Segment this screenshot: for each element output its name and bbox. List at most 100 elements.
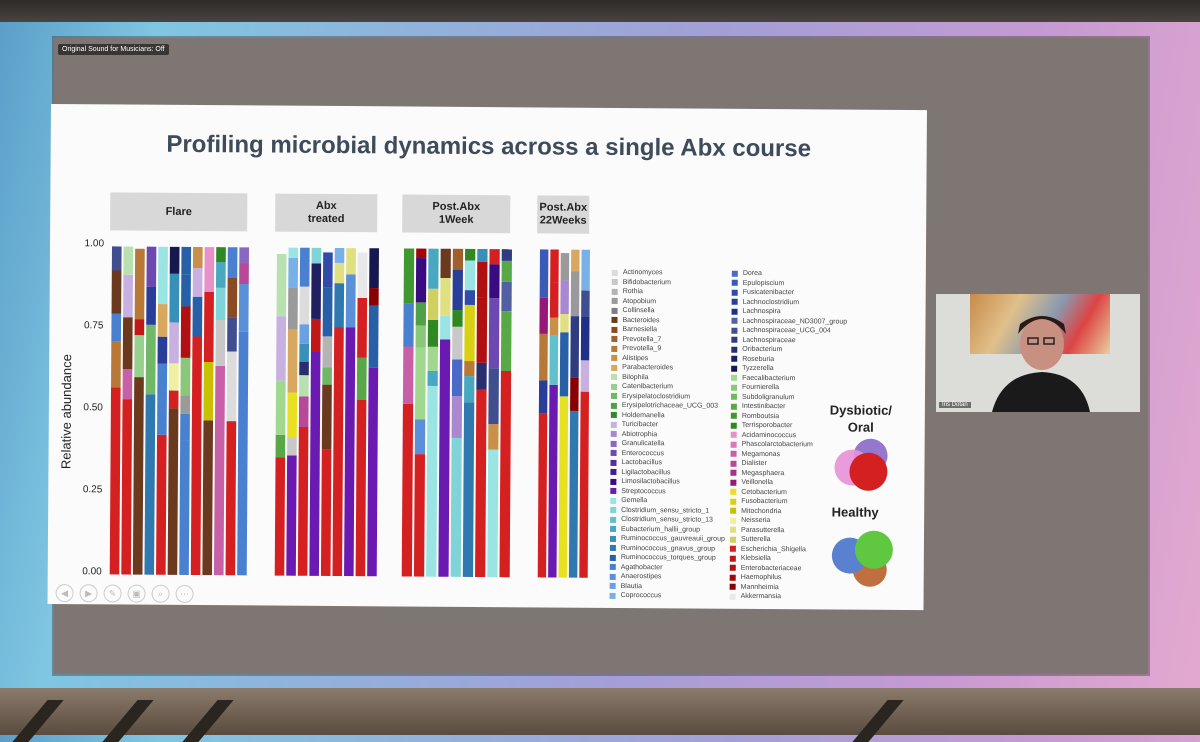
legend-label: Atopobium [622, 297, 657, 305]
legend-label: Klebsiella [740, 555, 771, 563]
more-icon[interactable]: ⋯ [175, 584, 194, 604]
bar-segment [413, 454, 426, 577]
bar-segment [146, 286, 157, 325]
bar-segment [476, 261, 488, 298]
healthy-label: Healthy [831, 504, 879, 520]
bar-segment [288, 247, 299, 258]
bar-segment [123, 246, 134, 275]
legend-label: Lachnospiraceae_ND3007_group [742, 317, 848, 326]
legend-label: Dialister [741, 460, 767, 468]
next-icon[interactable]: ▶ [79, 584, 98, 603]
bar-segment [571, 249, 580, 272]
bar-segment [181, 274, 191, 307]
legend-swatch [609, 592, 616, 599]
legend-label: Ruminococcus_torques_group [620, 554, 716, 562]
bar-segment [239, 247, 250, 264]
bar-segment [428, 248, 439, 289]
bar-segment [560, 314, 569, 333]
room-floor [0, 688, 1200, 735]
legend-swatch [730, 460, 737, 467]
bar-segment [111, 313, 122, 342]
legend-label: Mitochondria [741, 507, 782, 515]
legend-swatch [610, 497, 617, 504]
legend-swatch [610, 450, 617, 457]
bar-segment [322, 336, 333, 368]
bar-segment [322, 367, 332, 385]
bar-segment [581, 249, 590, 291]
legend-label: Lachnospiraceae_UCG_004 [742, 327, 831, 335]
legend-label: Blautia [620, 582, 643, 590]
bar-segment [452, 326, 463, 360]
legend-swatch [730, 517, 737, 524]
legend-label: Sutterella [740, 536, 771, 544]
bar-segment [415, 347, 426, 420]
legend-swatch [731, 365, 738, 372]
bar-segment [580, 360, 590, 392]
bar-segment [311, 263, 322, 319]
legend-swatch [611, 336, 618, 343]
bar-segment [570, 377, 579, 411]
participant-name: Iris Dotan [939, 402, 971, 408]
legend-swatch [729, 536, 736, 543]
legend-label: Agathobacter [620, 563, 663, 572]
legend-label: Roseburia [742, 355, 775, 363]
viewer-controls[interactable]: ◀ ▶ ✎ ▣ ⌕ ⋯ [55, 584, 194, 604]
bar-segment [132, 377, 144, 575]
legend-swatch [611, 383, 618, 390]
bar-segment [121, 399, 133, 575]
legend-swatch [731, 384, 738, 391]
bar-segment [403, 303, 414, 347]
prev-icon[interactable]: ◀ [55, 584, 74, 603]
bar-segment [203, 361, 214, 421]
bar-segment [169, 322, 179, 364]
zoom-icon[interactable]: ⌕ [151, 584, 170, 603]
legend-swatch [610, 402, 617, 409]
legend-swatch [611, 279, 618, 286]
bar-segment [181, 246, 192, 275]
bar-segment [464, 376, 475, 403]
legend-swatch [730, 470, 737, 477]
legend-label: Lachnospiraceae [742, 336, 796, 344]
bar-segment [134, 335, 145, 378]
bar-segment [168, 363, 179, 391]
bar-segment [548, 384, 558, 578]
pen-icon[interactable]: ✎ [103, 584, 122, 603]
save-icon[interactable]: ▣ [127, 584, 146, 603]
legend-swatch [730, 403, 737, 410]
legend-swatch [731, 337, 738, 344]
legend-swatch [610, 526, 617, 533]
bar-segment [275, 434, 286, 458]
bar-segment [501, 249, 512, 261]
legend-swatch [611, 269, 618, 276]
bar-segment [190, 336, 203, 576]
legend-label: Mannheimia [740, 583, 779, 591]
legend-label: Parasutterella [741, 526, 785, 534]
legend-swatch [609, 545, 616, 552]
bar-segment [203, 291, 214, 363]
bar-segment [111, 246, 122, 271]
stacked-bar-chart [109, 246, 590, 578]
bar-segment [134, 319, 145, 336]
bar-segment [451, 359, 463, 397]
bar-segment [334, 262, 345, 284]
bar-segment [357, 297, 368, 358]
bar-segment [180, 357, 191, 396]
bar-segment [570, 271, 580, 317]
legend-label: Fournierella [742, 384, 780, 392]
legend-swatch [731, 356, 738, 363]
legend-label: Limosilactobacillus [621, 478, 680, 486]
legend-swatch [610, 478, 617, 485]
bar-segment [322, 252, 333, 288]
participant-video[interactable]: Iris Dotan [936, 294, 1140, 412]
bar-segment [287, 329, 298, 393]
legend-swatch [731, 375, 738, 382]
legend-swatch [731, 299, 738, 306]
legend-swatch [610, 469, 617, 476]
sound-status-banner[interactable]: Original Sound for Musicians: Off [58, 44, 169, 55]
legend-swatch [730, 394, 737, 401]
bar-segment [145, 324, 156, 395]
legend-label: Bifidobacterium [622, 278, 672, 287]
legend-label: Anaerostipes [620, 573, 662, 581]
bar-segment [464, 361, 475, 377]
bar-segment [111, 341, 121, 388]
